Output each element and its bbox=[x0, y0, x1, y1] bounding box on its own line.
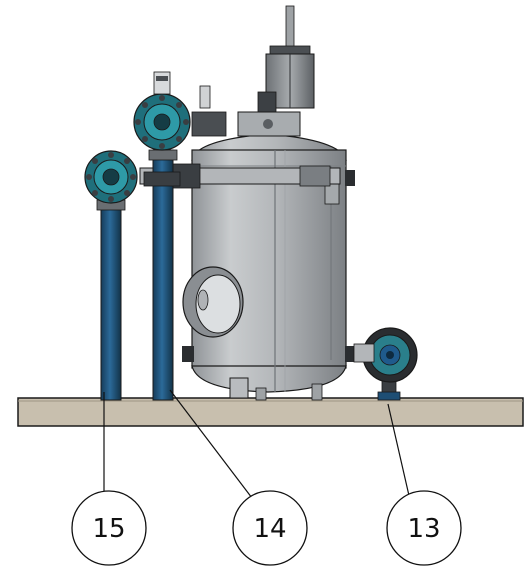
callout-14: 14 bbox=[232, 490, 308, 566]
pressure-tank bbox=[182, 133, 357, 401]
pump-13 bbox=[353, 327, 418, 401]
mixer-motor bbox=[237, 5, 315, 137]
callout-label-15: 15 bbox=[92, 514, 125, 544]
callout-13: 13 bbox=[386, 490, 462, 566]
pipe-14 bbox=[133, 71, 191, 401]
inlet-header bbox=[139, 85, 341, 189]
leader-lines bbox=[103, 389, 411, 501]
base-platform bbox=[17, 397, 524, 427]
leader-line-14 bbox=[169, 389, 253, 499]
pipe-15 bbox=[84, 150, 138, 401]
leader-line-13 bbox=[387, 403, 411, 501]
flange-14 bbox=[133, 71, 191, 151]
flange-15 bbox=[84, 150, 138, 204]
callout-label-14: 14 bbox=[253, 514, 286, 544]
callout-15: 15 bbox=[71, 490, 147, 566]
callout-label-13: 13 bbox=[407, 514, 440, 544]
